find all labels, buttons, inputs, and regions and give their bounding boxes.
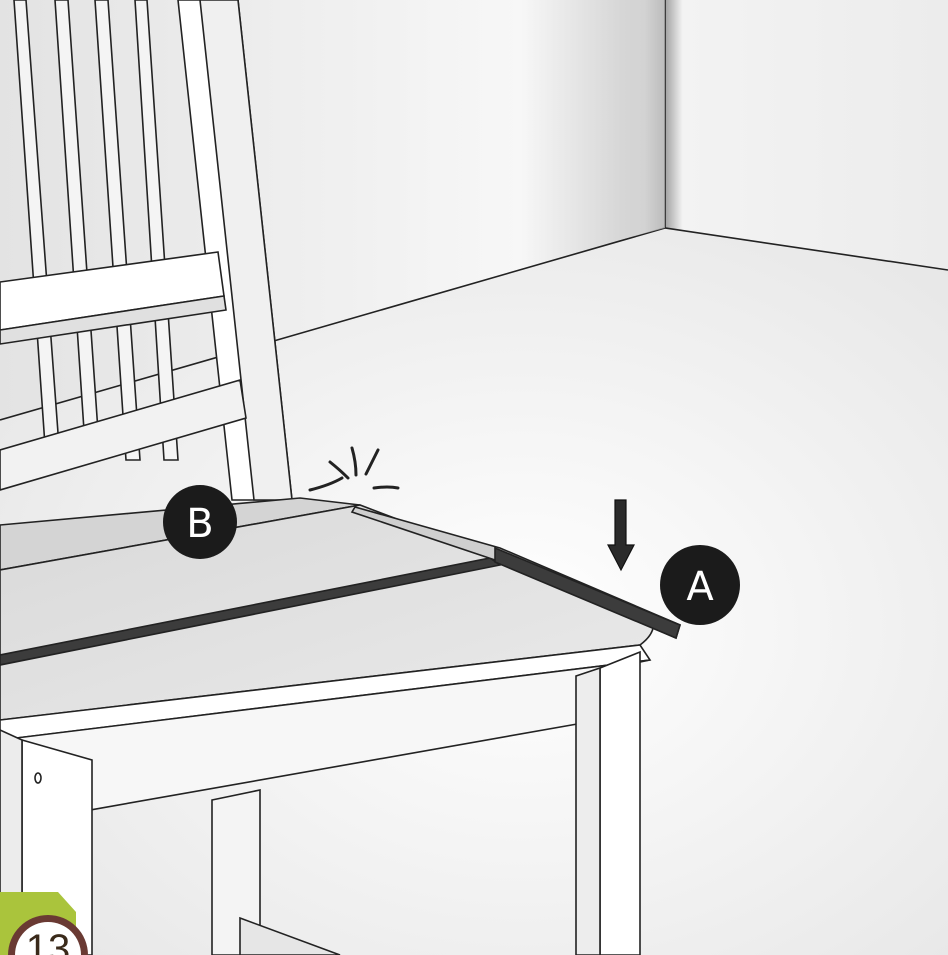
step-number: 13: [26, 927, 71, 955]
front-right-leg-side: [576, 668, 600, 955]
front-right-leg: [600, 652, 640, 955]
callout-a-label: A: [686, 564, 714, 610]
motion-line: [374, 487, 398, 488]
callout-b: B: [163, 485, 237, 559]
corner-shadow: [620, 0, 665, 240]
screw-hole: [35, 773, 41, 783]
callout-b-label: B: [186, 501, 213, 547]
callout-a: A: [660, 545, 740, 625]
